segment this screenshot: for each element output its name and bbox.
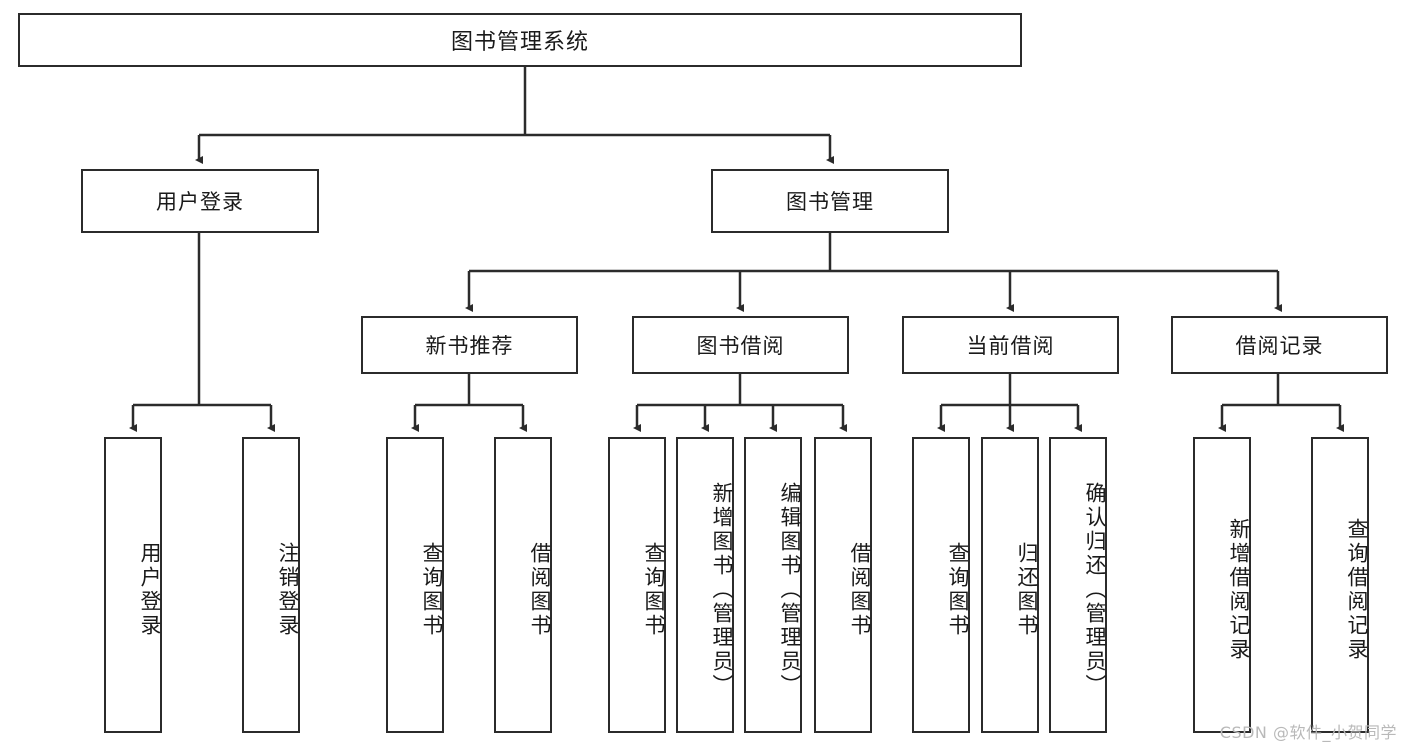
node-current-borrow-label: 当前借阅 [966,334,1055,358]
node-leaf-bb-add-book[interactable]: 新增图书（管理员） [676,437,734,733]
node-leaf-logout[interactable]: 注销登录 [242,437,300,733]
node-root[interactable]: 图书管理系统 [18,13,1022,67]
node-book-borrow-label: 图书借阅 [696,334,785,358]
node-user-login-label: 用户登录 [156,190,244,214]
node-leaf-bb-query-book-label: 查询图书 [642,542,666,638]
node-leaf-cb-confirm-return-label: 确认归还（管理员） [1083,482,1107,698]
node-new-book-recommend[interactable]: 新书推荐 [361,316,578,374]
node-leaf-bb-query-book[interactable]: 查询图书 [608,437,666,733]
node-leaf-cb-query-book-label: 查询图书 [946,542,970,638]
node-leaf-cb-confirm-return[interactable]: 确认归还（管理员） [1049,437,1107,733]
node-new-book-recommend-label: 新书推荐 [425,334,514,358]
node-leaf-br-add-record-label: 新增借阅记录 [1227,518,1251,662]
node-leaf-br-query-record-label: 查询借阅记录 [1345,518,1369,662]
node-leaf-logout-label: 注销登录 [276,542,300,638]
node-leaf-cb-return-book-label: 归还图书 [1015,542,1039,638]
node-book-borrow[interactable]: 图书借阅 [632,316,849,374]
node-leaf-bb-add-book-label: 新增图书（管理员） [710,482,734,698]
node-root-label: 图书管理系统 [450,30,589,55]
node-leaf-bb-borrow-book-label: 借阅图书 [848,542,872,638]
node-leaf-cb-query-book[interactable]: 查询图书 [912,437,970,733]
node-user-login[interactable]: 用户登录 [81,169,319,233]
node-leaf-bb-edit-book-label: 编辑图书（管理员） [778,482,802,698]
node-leaf-cb-return-book[interactable]: 归还图书 [981,437,1039,733]
node-leaf-user-login[interactable]: 用户登录 [104,437,162,733]
node-leaf-nb-borrow-book-label: 借阅图书 [528,542,552,638]
node-current-borrow[interactable]: 当前借阅 [902,316,1119,374]
node-borrow-record[interactable]: 借阅记录 [1171,316,1388,374]
node-book-management[interactable]: 图书管理 [711,169,949,233]
node-leaf-br-query-record[interactable]: 查询借阅记录 [1311,437,1369,733]
node-leaf-nb-query-book-label: 查询图书 [420,542,444,638]
node-leaf-nb-borrow-book[interactable]: 借阅图书 [494,437,552,733]
node-leaf-user-login-label: 用户登录 [138,542,162,638]
node-borrow-record-label: 借阅记录 [1235,334,1324,358]
node-leaf-br-add-record[interactable]: 新增借阅记录 [1193,437,1251,733]
node-book-management-label: 图书管理 [786,190,874,214]
node-leaf-bb-borrow-book[interactable]: 借阅图书 [814,437,872,733]
watermark: CSDN @软件_小贺同学 [1219,723,1397,742]
node-leaf-bb-edit-book[interactable]: 编辑图书（管理员） [744,437,802,733]
node-leaf-nb-query-book[interactable]: 查询图书 [386,437,444,733]
